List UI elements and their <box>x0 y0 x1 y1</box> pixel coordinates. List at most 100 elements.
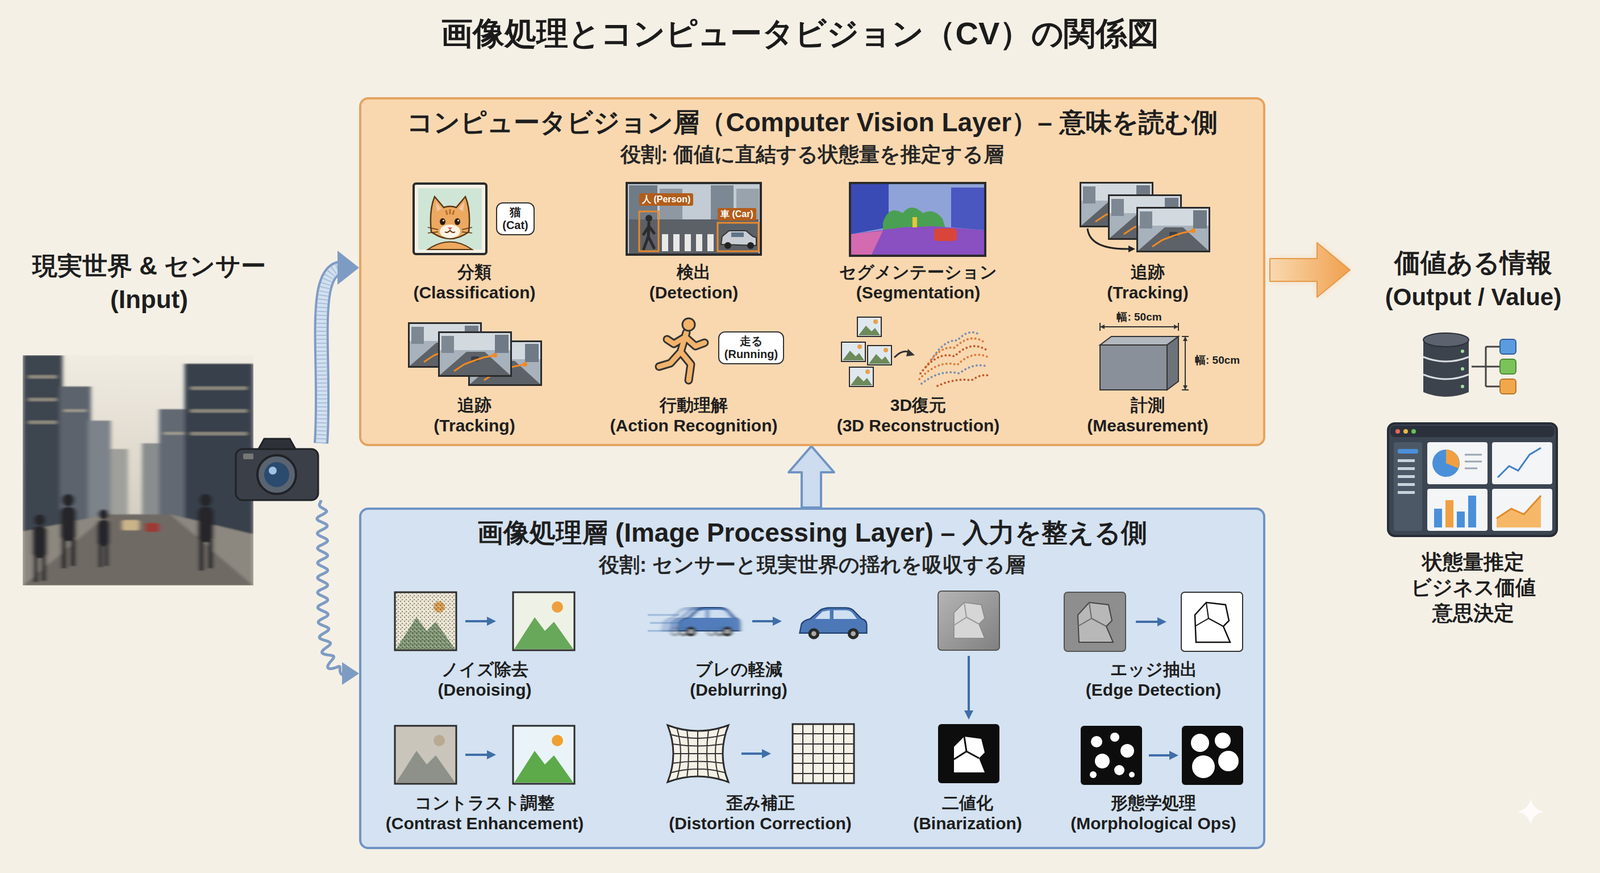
dimension-label: 幅: 50cm <box>1114 310 1164 324</box>
tile-label-en: (Binarization) <box>913 813 1023 834</box>
function-tile: 形態学処理(Morphological Ops) <box>1045 718 1262 839</box>
tile-label-ja: コントラスト調整 <box>414 792 555 814</box>
function-tile: 二値化(Binarization) <box>899 585 1036 839</box>
tile-label-ja: ノイズ除去 <box>441 659 529 680</box>
connector-line <box>321 267 344 444</box>
city-photo <box>70 538 76 566</box>
contrast-pictures <box>394 725 575 784</box>
detection-tag: 人 (Person) <box>639 193 694 206</box>
database-icon <box>1500 359 1516 374</box>
tile-label-ja: エッジ抽出 <box>1110 659 1198 680</box>
deblur-cars <box>647 607 868 640</box>
city-photo <box>198 539 204 571</box>
city-photo <box>97 519 110 547</box>
edge-pictures <box>1063 590 1244 653</box>
function-tile: 計測(Measurement) <box>1045 311 1250 438</box>
denoise-pictures <box>394 592 575 650</box>
tracking-frames <box>409 323 542 386</box>
database-icon <box>1460 384 1465 389</box>
cat-picture <box>413 183 487 254</box>
tile-label-ja: 形態学処理 <box>1110 792 1197 814</box>
tile-label-en: (3D Reconstruction) <box>836 415 1000 436</box>
dashboard-icon <box>1397 467 1415 470</box>
tracking-frames <box>1080 182 1210 253</box>
dashboard-icon <box>1397 482 1415 486</box>
function-tile: セグメンテーション(Segmentation) <box>815 176 1021 305</box>
dashboard-icon <box>1434 508 1443 528</box>
database-icon <box>1500 339 1516 354</box>
city-photo <box>190 431 248 436</box>
layer-heading: コンピュータビジョン層（Computer Vision Layer）– 意味を読… <box>361 106 1264 139</box>
tile-label-en: (Tracking) <box>433 415 515 436</box>
city-photo <box>22 514 254 586</box>
city-photo <box>98 509 109 520</box>
camera-icon <box>235 438 319 500</box>
dashboard-icon <box>1427 442 1488 485</box>
connector-head <box>342 661 360 685</box>
contrast-pictures <box>393 724 576 785</box>
dashboard-icon <box>1397 475 1415 478</box>
city-photo <box>199 493 212 507</box>
database-icon <box>1423 339 1469 397</box>
morphology-pictures <box>1080 725 1244 785</box>
tracking-frames <box>1079 181 1216 255</box>
dashboard-icon <box>1395 428 1400 434</box>
tile-label-ja: 二値化 <box>942 792 994 814</box>
camera-icon <box>264 461 290 487</box>
city-photo <box>88 420 111 535</box>
connector-arrow <box>788 446 835 508</box>
city-photo <box>28 375 248 436</box>
distortion-grids <box>667 723 854 783</box>
dashboard-icon <box>1390 425 1555 437</box>
tile-label-ja: セグメンテーション <box>839 261 998 283</box>
city-photo <box>163 431 185 435</box>
camera-icon <box>258 438 296 449</box>
connector-line <box>317 500 347 675</box>
runner-figure <box>653 316 711 388</box>
tile-label-ja: ブレの軽減 <box>695 659 783 680</box>
database-icon <box>1460 367 1465 371</box>
city-photo <box>32 493 214 582</box>
city-photo <box>98 544 103 568</box>
function-tile: ノイズ除去(Denoising) <box>365 585 604 705</box>
speech-bubble: 走る (Running) <box>718 331 785 365</box>
city-photo <box>22 355 63 543</box>
io-group: 現実世界 & センサー(Input) <box>11 244 322 591</box>
dashboard-icon <box>1445 500 1454 528</box>
fat-arrow <box>1269 242 1350 298</box>
dashboard-icon <box>1393 442 1423 531</box>
input-heading: 現実世界 & センサー <box>11 250 287 281</box>
connector-line <box>321 267 344 444</box>
function-tile: 分類(Classification) <box>372 176 577 305</box>
dashboard-icon <box>1496 495 1541 519</box>
camera-icon <box>268 466 277 475</box>
function-tile: 追跡(Tracking) <box>372 311 577 438</box>
morphology-pictures <box>1079 724 1245 786</box>
detection-picture <box>626 182 761 255</box>
city-photo <box>60 506 77 541</box>
city-photo <box>144 522 160 532</box>
dashboard-icon <box>1427 488 1488 531</box>
segmentation-picture <box>848 181 987 257</box>
dashboard-icon <box>1496 495 1541 528</box>
connector-arrow <box>321 250 360 444</box>
dashboard-icon <box>1446 449 1460 469</box>
layer-panel: コンピュータビジョン層（Computer Vision Layer）– 意味を読… <box>359 97 1266 447</box>
binarization-pictures <box>936 589 1001 785</box>
dashboard-icon <box>1492 442 1553 485</box>
function-tile: 歪み補正(Distortion Correction) <box>640 718 880 839</box>
fat-arrow <box>788 446 835 508</box>
function-tile: エッジ抽出(Edge Detection) <box>1045 585 1262 705</box>
city-photo <box>32 526 48 558</box>
measured-box <box>1100 322 1189 390</box>
city-photo <box>33 555 39 582</box>
dashboard-icon <box>1397 490 1415 494</box>
watermark-star <box>1517 798 1544 825</box>
city-photo <box>104 544 109 566</box>
tile-label-ja: 分類 <box>457 261 492 283</box>
point-cloud <box>841 317 989 387</box>
tile-label-ja: 3D復元 <box>890 394 947 416</box>
city-photo <box>197 506 214 543</box>
connector-line <box>321 267 344 444</box>
